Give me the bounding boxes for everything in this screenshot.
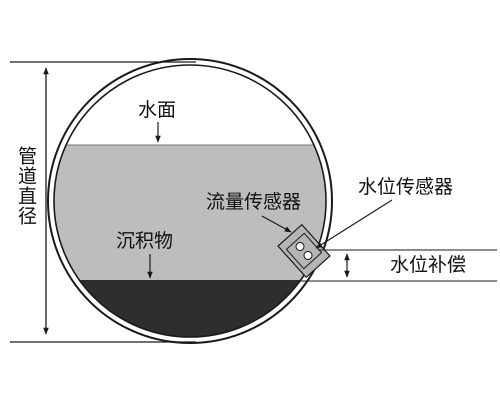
- pipe-inner-wall: [53, 64, 327, 338]
- pipe-diameter-label: 管道直径: [15, 146, 37, 226]
- flow-sensor-label: 流量传感器: [206, 191, 302, 213]
- sediment-layer: [54, 280, 326, 337]
- level-compensation-label: 水位补偿: [390, 254, 467, 276]
- water-surface-label: 水面: [138, 99, 177, 121]
- water-region: [54, 145, 326, 281]
- level-sensor-label: 水位传感器: [358, 176, 454, 198]
- flow-sensor-device: [277, 223, 331, 279]
- flow-sensor-leader: [261, 215, 292, 233]
- sediment-label: 沉积物: [116, 230, 174, 252]
- level-sensor-leader: [315, 199, 393, 249]
